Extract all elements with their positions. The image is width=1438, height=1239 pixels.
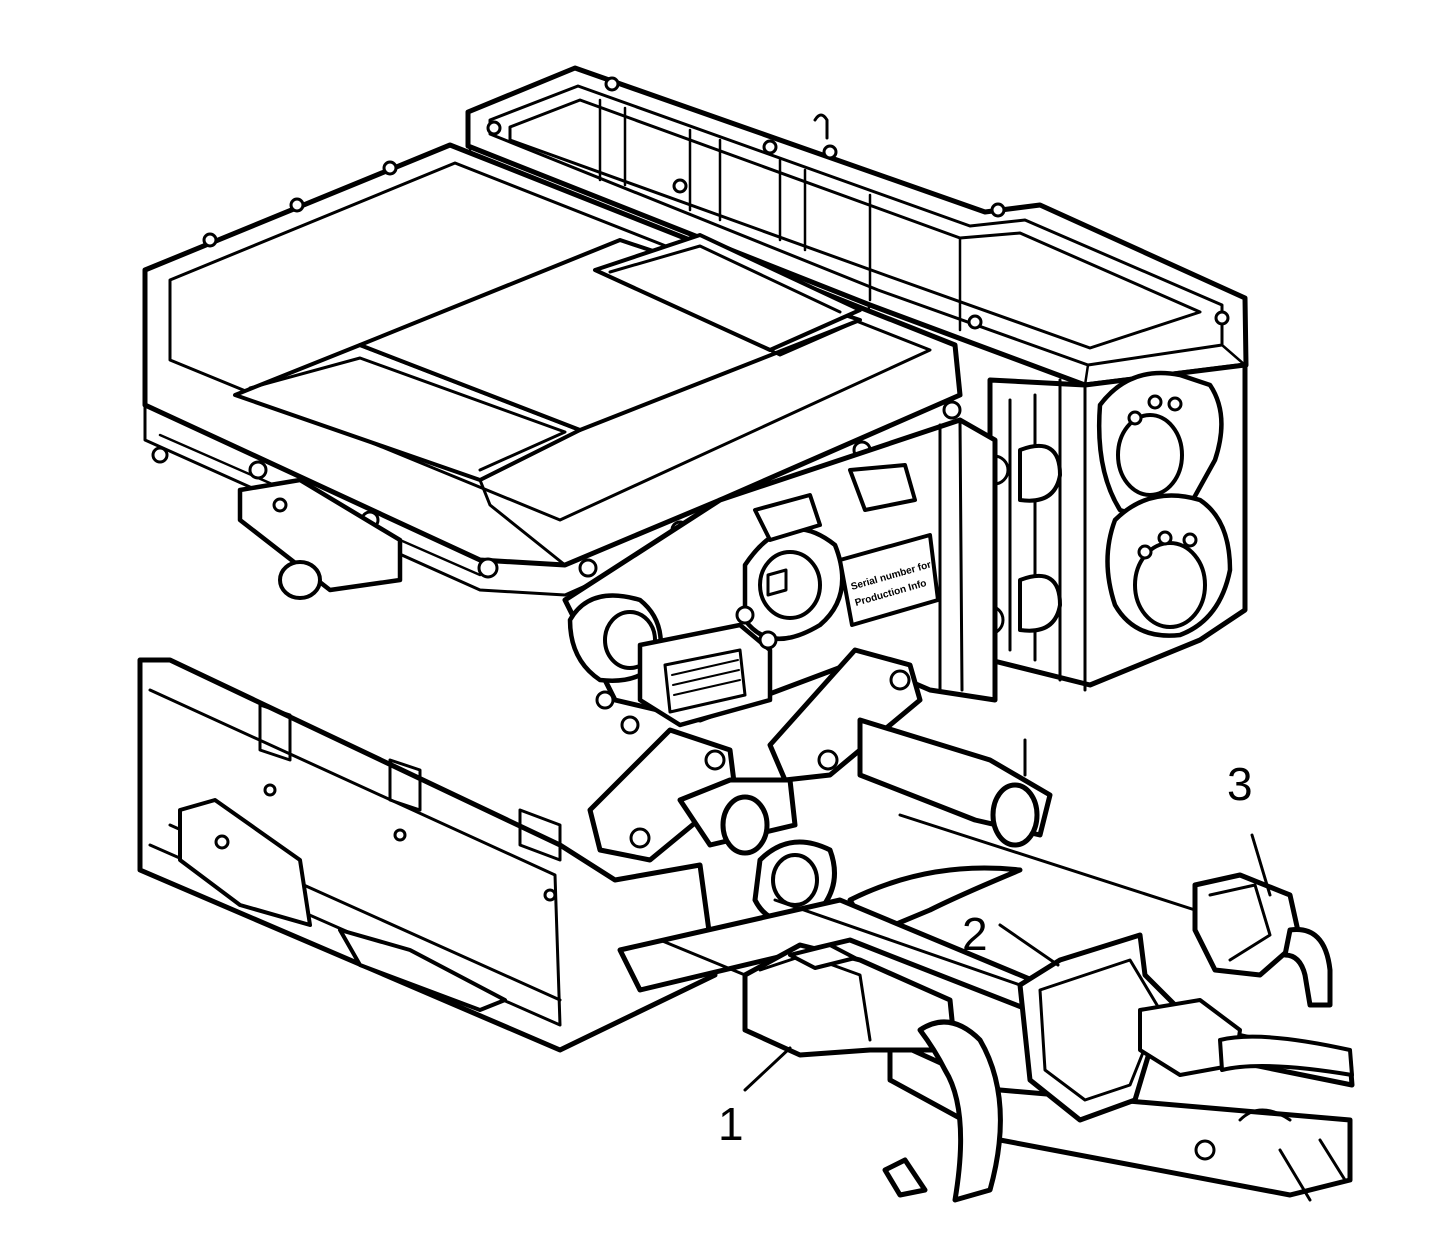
lower-housing <box>137 657 718 1053</box>
center-housing: Serial number for Production Info <box>562 417 998 735</box>
leader-lines <box>743 833 1272 1092</box>
connector-3 <box>898 813 1333 1008</box>
callout-1: 1 <box>718 1098 744 1150</box>
connector-1 <box>658 938 1003 1203</box>
connector-2 <box>773 898 1354 1123</box>
leader-3 <box>1250 833 1272 897</box>
left-mount-bracket <box>237 477 403 600</box>
leader-1 <box>743 1046 792 1092</box>
rear-coolant-tray <box>465 65 1249 388</box>
top-cover <box>142 142 963 597</box>
callout-2: 2 <box>962 908 988 960</box>
callout-3: 3 <box>1227 758 1253 810</box>
coolant-pipe-brackets <box>587 647 1053 925</box>
leader-2 <box>998 923 1060 967</box>
right-housing <box>973 362 1248 692</box>
